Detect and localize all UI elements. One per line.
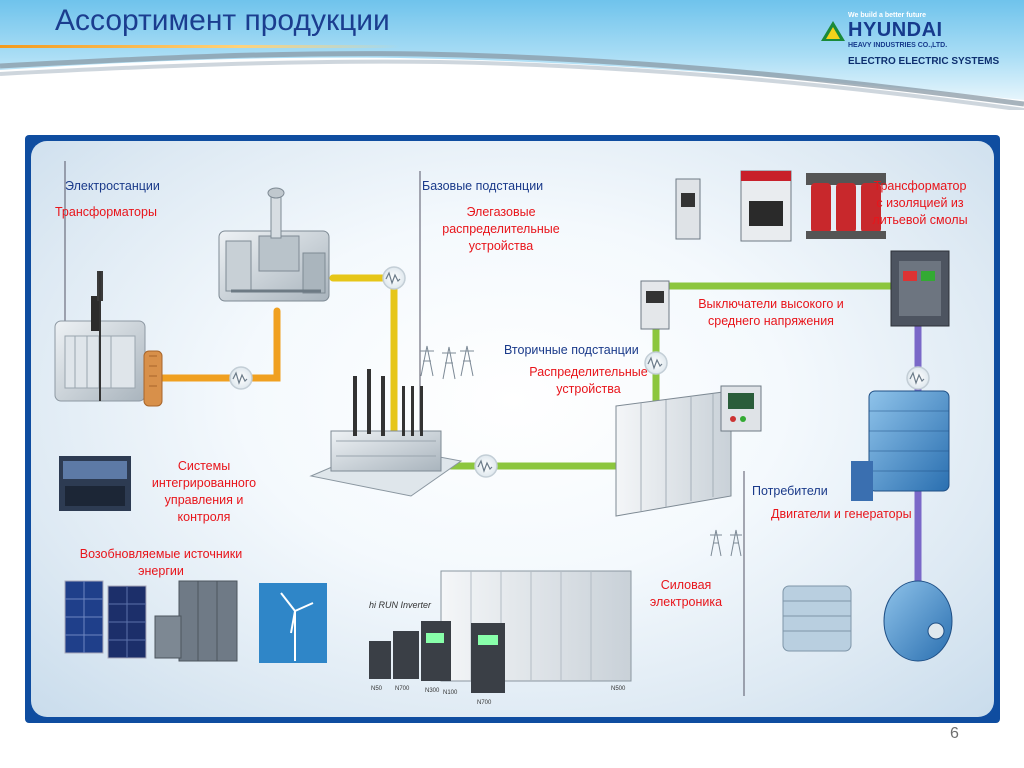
inverter-illustration: [369, 570, 632, 693]
page-title: Ассортимент продукции: [55, 4, 390, 37]
waveform-node-icon: [906, 366, 930, 390]
power-plant-illustration: [218, 187, 330, 302]
air-circuit-breaker-illustration: [890, 250, 950, 327]
inverter-model-label: N500: [611, 686, 626, 692]
hyundai-logo: We build a better future HYUNDAI HEAVY I…: [820, 12, 1010, 72]
inverter-model-label: N300: [425, 688, 440, 694]
logo-brand: HYUNDAI: [848, 19, 943, 41]
label-consumers: Потребители: [752, 484, 828, 498]
waveform-node-icon: [474, 454, 498, 478]
cast-resin-transformer-illustration: [806, 173, 886, 239]
inverter-model-label: N700: [395, 686, 410, 692]
hyundai-triangle-icon: [821, 21, 845, 41]
label-transformers: Трансформаторы: [55, 205, 157, 219]
connection-line-orange: [157, 307, 281, 382]
header-background: [0, 0, 1024, 110]
label-breakers: Выключатели высокого и среднего напряжен…: [698, 297, 844, 328]
label-secondary-substations: Вторичные подстанции: [504, 343, 639, 357]
inverter-model-label: N700: [477, 700, 492, 706]
inverter-model-label: N50: [371, 686, 383, 692]
waveform-node-icon: [644, 351, 668, 375]
label-renewables: Возобновляемые источники энергии: [79, 547, 243, 578]
label-power-electronics: Силовая электроника: [649, 578, 723, 609]
control-room-illustration: [59, 456, 131, 511]
motor-illustration: [782, 390, 953, 662]
switchgear-illustration: [615, 385, 762, 517]
label-base-substations: Базовые подстанции: [422, 179, 544, 193]
diagram-panel: Электростанции Трансформаторы Базовые по…: [25, 135, 1000, 723]
logo-division: ELECTRO ELECTRIC SYSTEMS: [848, 56, 1000, 67]
power-pylon-icon: [420, 345, 742, 557]
gis-substation-illustration: [309, 369, 463, 497]
waveform-node-icon: [229, 366, 253, 390]
wind-turbine-illustration: [259, 583, 327, 663]
waveform-node-icon: [382, 266, 406, 290]
breaker-module-illustration: [675, 170, 792, 242]
label-power-plants: Электростанции: [65, 179, 160, 193]
logo-company: HEAVY INDUSTRIES CO.,LTD.: [848, 42, 948, 49]
renewable-cabinet-illustration: [154, 580, 238, 662]
label-motors-generators: Двигатели и генераторы: [771, 507, 912, 521]
label-inverter-brand: hi RUN Inverter: [369, 600, 432, 610]
main-transformer-illustration: [54, 271, 163, 407]
contactor-illustration: [640, 280, 670, 330]
solar-panel-illustration: [64, 580, 147, 659]
label-gis: Элегазовые распределительные устройства: [442, 205, 560, 253]
diagram-canvas: Электростанции Трансформаторы Базовые по…: [31, 141, 994, 717]
label-control-systems: Системы интегрированного управления и ко…: [151, 459, 257, 524]
label-cast-resin-transformer: Трансформатор с изоляцией из литьевой см…: [872, 179, 968, 227]
label-switchgear: Распределительные устройства: [529, 365, 648, 396]
diagram-graphics: [54, 161, 953, 696]
title-underline: [0, 45, 400, 48]
logo-tagline: We build a better future: [848, 12, 927, 19]
page-number: 6: [950, 725, 959, 742]
inverter-model-label: N100: [443, 690, 458, 696]
